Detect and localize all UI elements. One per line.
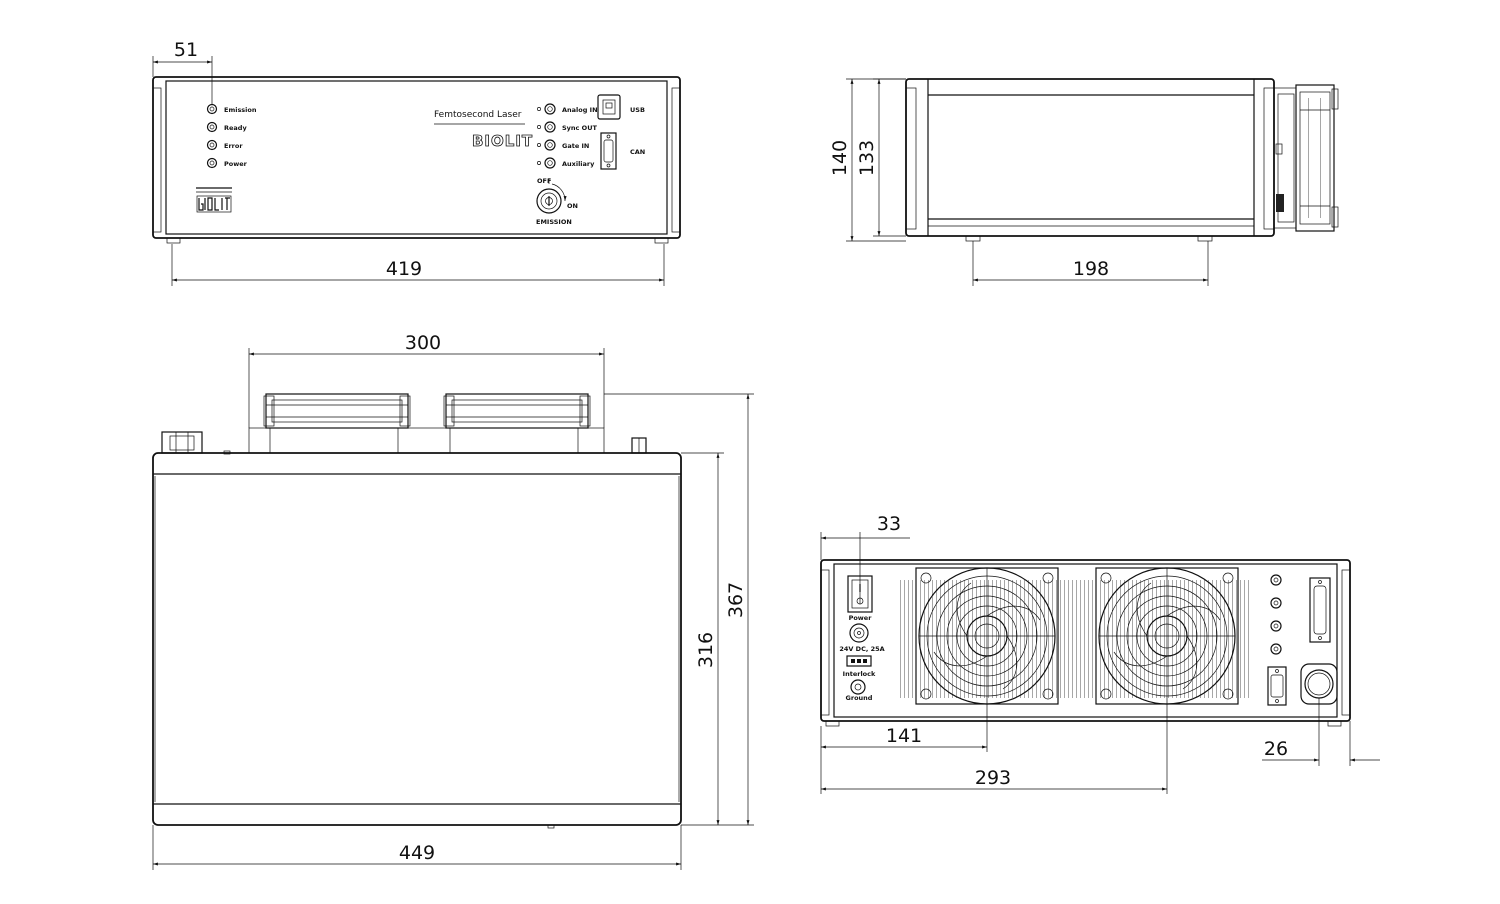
dim-label-316: 316 (695, 632, 717, 668)
can-port-icon: CAN (600, 132, 645, 170)
front-left-handle (152, 87, 162, 233)
top-fan-block (248, 427, 605, 454)
ground-terminal-icon: Ground (846, 679, 873, 702)
dim-top-depth-outer: 367 (604, 393, 754, 826)
dim-rear-fan1: 141 (820, 704, 988, 794)
side-front-handle (905, 87, 917, 230)
dim-label-141: 141 (886, 725, 922, 747)
dim-rear-right: 26 (1262, 698, 1380, 766)
front-foot-right (654, 237, 669, 244)
indicator-label-error: Error (224, 142, 243, 150)
db9-connector-icon (1267, 666, 1287, 706)
dim-side-height-inner: 133 (856, 78, 906, 237)
rear-view: Power 24V DC, 25A Interlock Ground (820, 513, 1380, 794)
indicator-label-ready: Ready (224, 124, 247, 132)
side-foot-rear (1197, 235, 1213, 242)
brand-label: BIOLIT (472, 132, 533, 150)
rear-fan-right-icon (1095, 567, 1239, 705)
key-on-label: ON (567, 202, 578, 210)
biolit-logo-icon (196, 187, 232, 213)
side-fan-assembly (1273, 84, 1339, 232)
interlock-label: Interlock (843, 670, 876, 678)
dim-label-133: 133 (856, 140, 878, 176)
connector-auxiliary: Auxiliary (537, 157, 595, 169)
top-fan-right (443, 393, 591, 453)
dim-side-feet: 198 (972, 241, 1209, 286)
interlock-connector-icon: Interlock (843, 655, 876, 678)
dim-front-offset: 51 (152, 39, 213, 104)
can-label: CAN (630, 148, 645, 156)
rear-panel (833, 563, 1338, 718)
indicator-led-emission: Emission (206, 103, 257, 115)
dim-label-367: 367 (725, 582, 747, 618)
connector-gate-in: Gate IN (537, 139, 589, 151)
indicator-led-ready: Ready (206, 121, 247, 133)
top-connector-stub (631, 437, 647, 454)
dim-label-419: 419 (386, 258, 422, 280)
connector-analog-in: Analog IN (537, 103, 598, 115)
db25-connector-icon (1309, 577, 1331, 643)
indicator-led-power: Power (206, 157, 248, 169)
dim-label-300: 300 (405, 332, 441, 354)
front-foot-left (166, 237, 181, 244)
dim-label-140: 140 (829, 140, 851, 176)
ground-label: Ground (846, 694, 873, 702)
rear-bnc-connectors (1270, 574, 1282, 655)
front-panel (165, 80, 668, 235)
top-fan-left (263, 393, 411, 453)
power-label: Power (849, 614, 873, 622)
indicator-label-emission: Emission (224, 106, 257, 114)
indicator-led-error: Error (206, 139, 243, 151)
connector-label-gate-in: Gate IN (562, 142, 589, 150)
product-type-label: Femtosecond Laser (434, 110, 522, 120)
usb-port-icon: USB (597, 94, 645, 120)
top-key-switch-knob (161, 431, 203, 454)
usb-label: USB (630, 106, 645, 114)
side-rear-handle (1263, 87, 1275, 230)
dim-top-depth-inner: 316 (681, 452, 724, 825)
dc-label: 24V DC, 25A (839, 645, 884, 653)
top-housing (152, 452, 682, 826)
dim-label-26: 26 (1264, 738, 1288, 760)
top-view: 300 367 316 449 (152, 332, 754, 870)
connector-label-auxiliary: Auxiliary (562, 160, 595, 168)
dim-label-293: 293 (975, 767, 1011, 789)
dim-label-198: 198 (1073, 258, 1109, 280)
dim-rear-offset: 33 (820, 513, 910, 604)
emission-key-switch: OFF ON EMISSION (536, 177, 578, 226)
front-view: Emission Ready Error Power Femtosecond L… (152, 39, 681, 286)
connector-label-analog-in: Analog IN (562, 106, 598, 114)
key-off-label: OFF (537, 177, 551, 185)
dim-rear-fan2: 293 (821, 704, 1168, 794)
dc-power-jack-icon: 24V DC, 25A (839, 623, 885, 653)
side-housing (905, 78, 1275, 237)
indicator-label-power: Power (224, 160, 248, 168)
connector-sync-out: Sync OUT (537, 121, 597, 133)
connector-label-sync-out: Sync OUT (562, 124, 597, 132)
side-view: 140 133 198 (829, 78, 1339, 286)
dim-front-width: 419 (171, 244, 665, 286)
key-emission-label: EMISSION (536, 218, 572, 226)
dim-top-fans: 300 (248, 332, 605, 428)
front-right-handle (671, 87, 681, 233)
dim-label-449: 449 (399, 842, 435, 864)
dim-top-width: 449 (152, 825, 682, 870)
dim-label-51: 51 (174, 39, 198, 61)
dim-label-33: 33 (877, 513, 901, 535)
